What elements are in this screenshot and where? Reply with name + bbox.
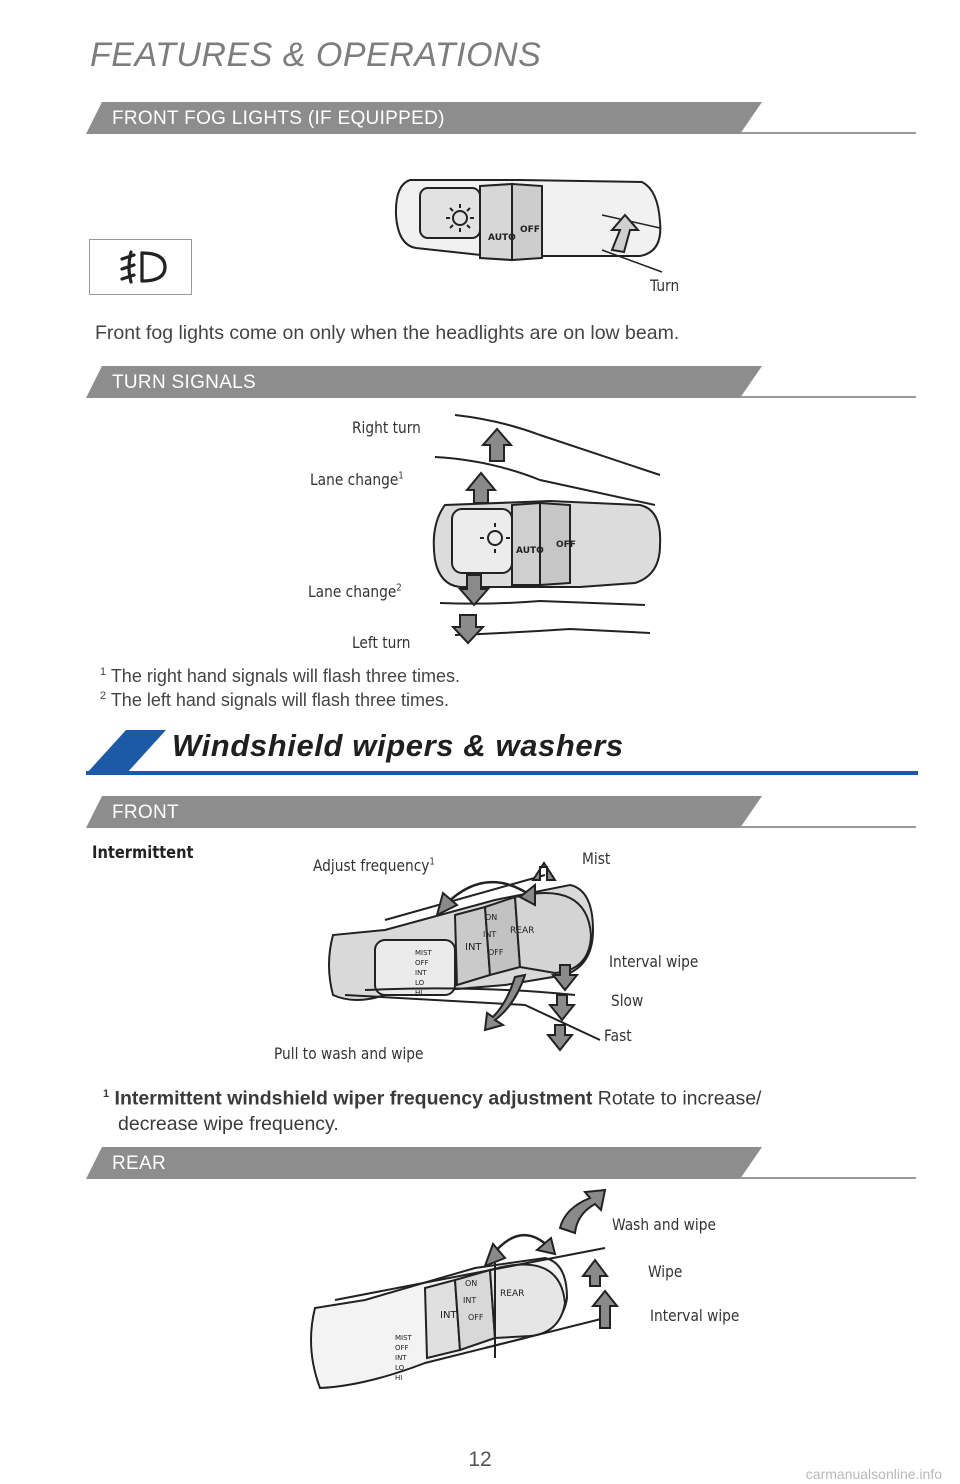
section-rule <box>86 771 918 775</box>
svg-text:OFF: OFF <box>556 540 576 550</box>
svg-text:MIST: MIST <box>415 949 433 957</box>
rear-heading: REAR <box>112 1153 166 1174</box>
svg-text:OFF: OFF <box>415 959 429 967</box>
wiper-footnote: 1 Intermittent windshield wiper frequenc… <box>103 1087 762 1135</box>
page-title: FEATURES & OPERATIONS <box>90 36 542 74</box>
svg-text:INT: INT <box>463 1296 476 1305</box>
front-header-band <box>86 796 762 828</box>
fog-lights-description: Front fog lights come on only when the h… <box>95 322 680 344</box>
callout-mist: Mist <box>582 849 611 868</box>
front-wiper-stalk-illustration: INT MIST OFF INT LO HI ON INT OFF REAR <box>328 861 601 1052</box>
page-number: 12 <box>468 1448 492 1471</box>
turn-signal-footnote-1: 1 The right hand signals will flash thre… <box>100 666 460 686</box>
fog-light-stalk-illustration: AUTO OFF <box>394 179 663 273</box>
section-title: Windshield wipers & washers <box>172 728 624 763</box>
svg-text:OFF: OFF <box>488 948 504 957</box>
callout-wash-and-wipe: Wash and wipe <box>612 1215 716 1234</box>
callout-interval-wipe: Interval wipe <box>609 952 699 971</box>
callout-slow: Slow <box>611 991 644 1010</box>
svg-text:REAR: REAR <box>510 926 534 936</box>
svg-text:HI: HI <box>415 989 422 997</box>
turn-signal-stalk-illustration: AUTO OFF <box>432 414 662 645</box>
svg-text:LO: LO <box>395 1364 405 1372</box>
svg-text:OFF: OFF <box>520 225 540 235</box>
watermark: carmanualsonline.info <box>805 1466 942 1482</box>
svg-text:INT: INT <box>395 1354 407 1362</box>
svg-text:HI: HI <box>395 1374 402 1382</box>
svg-text:INT: INT <box>440 1310 457 1321</box>
callout-left-turn: Left turn <box>352 633 411 652</box>
callout-adjust-frequency: Adjust frequency1 <box>313 856 435 875</box>
svg-text:OFF: OFF <box>395 1344 409 1352</box>
section-accent <box>86 730 166 774</box>
svg-text:LO: LO <box>415 979 425 987</box>
callout-lane-change-2: Lane change2 <box>308 582 402 601</box>
svg-text:INT: INT <box>415 969 427 977</box>
turn-signals-heading: TURN SIGNALS <box>112 372 257 393</box>
svg-text:AUTO: AUTO <box>488 233 516 243</box>
callout-rear-interval-wipe: Interval wipe <box>650 1306 740 1325</box>
svg-text:ON: ON <box>465 1279 477 1288</box>
front-heading: FRONT <box>112 802 179 823</box>
svg-text:OFF: OFF <box>468 1313 484 1322</box>
fog-lights-header-band <box>86 102 762 134</box>
callout-pull-to-wash: Pull to wash and wipe <box>274 1044 424 1063</box>
svg-text:MIST: MIST <box>395 1334 413 1342</box>
svg-text:INT: INT <box>465 942 482 953</box>
front-fog-light-icon <box>120 250 167 284</box>
intermittent-label: Intermittent <box>92 843 194 863</box>
rear-wiper-stalk-illustration: INT MIST OFF INT LO HI ON INT OFF REAR <box>310 1188 620 1390</box>
callout-right-turn: Right turn <box>352 418 421 437</box>
rear-header-rule <box>740 1177 916 1179</box>
svg-text:AUTO: AUTO <box>516 546 544 556</box>
rear-header-band <box>86 1147 762 1179</box>
svg-text:ON: ON <box>485 913 497 922</box>
callout-turn: Turn <box>650 276 680 295</box>
svg-text:INT: INT <box>483 930 496 939</box>
svg-text:REAR: REAR <box>500 1289 524 1299</box>
fog-light-icon-box <box>89 239 192 295</box>
callout-lane-change-1: Lane change1 <box>310 470 404 489</box>
fog-lights-heading: FRONT FOG LIGHTS (IF EQUIPPED) <box>112 108 445 129</box>
callout-fast: Fast <box>604 1026 632 1045</box>
callout-wipe: Wipe <box>648 1262 683 1281</box>
fog-lights-header-rule <box>740 132 916 134</box>
front-header-rule <box>740 826 916 828</box>
turn-signal-footnote-2: 2 The left hand signals will flash three… <box>100 690 449 710</box>
turn-signals-header-rule <box>740 396 916 398</box>
turn-signals-header-band <box>86 366 762 398</box>
